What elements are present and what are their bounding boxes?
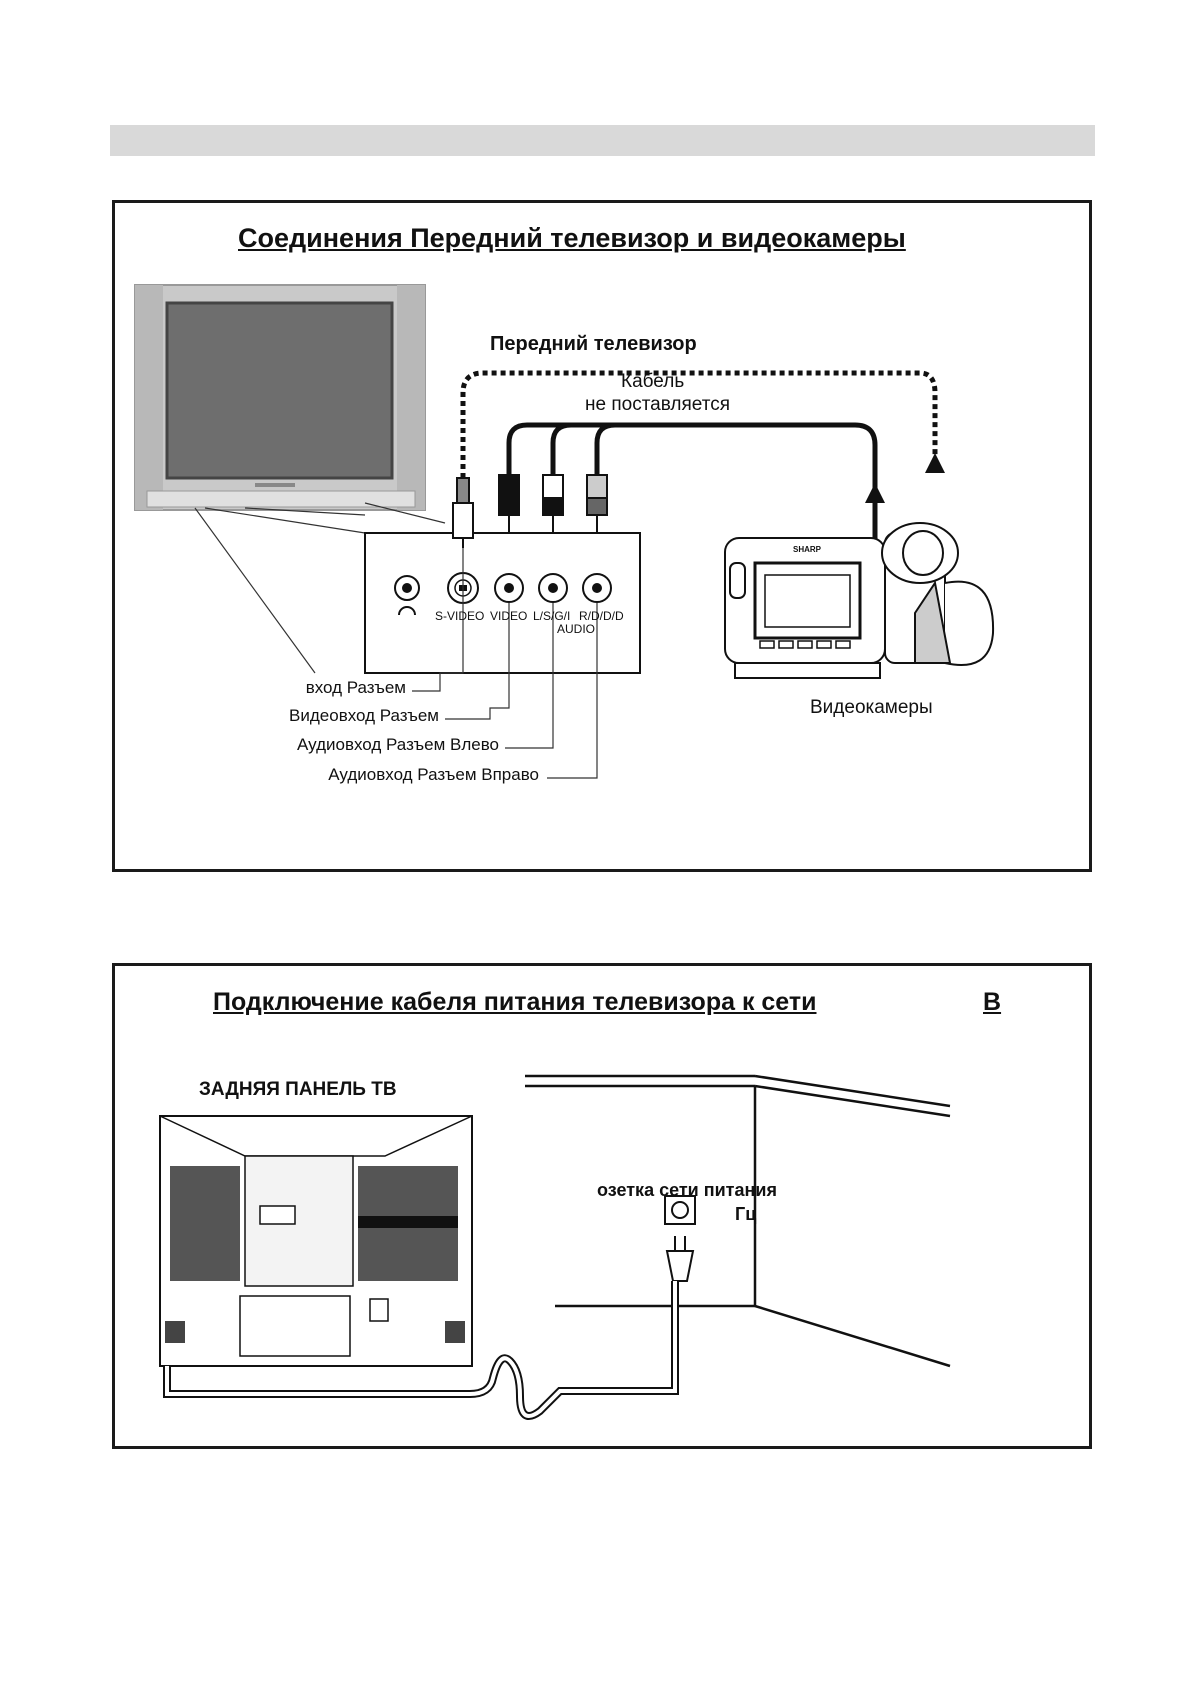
- jack-panel: [364, 532, 641, 674]
- cable-label-line1: Кабель: [621, 371, 685, 392]
- rear-panel-label: ЗАДНЯЯ ПАНЕЛЬ ТВ: [199, 1079, 397, 1100]
- video-jack: [494, 573, 524, 603]
- svideo-plug: [452, 477, 474, 548]
- jack-label-left: L/S/G/I: [533, 609, 571, 623]
- socket-label-line2: Гц: [735, 1204, 757, 1224]
- header-bar: [110, 125, 1095, 156]
- tv-front-icon: [134, 284, 426, 511]
- camcorder-connection-panel: Соединения Передний телевизор и видеокам…: [112, 200, 1092, 872]
- callout-svideo-input: вход Разъем: [305, 678, 406, 697]
- section2-title: Подключение кабеля питания телевизора к …: [213, 988, 817, 1016]
- power-connection-panel: Подключение кабеля питания телевизора к …: [112, 963, 1092, 1449]
- jack-label-audio: AUDIO: [557, 622, 596, 636]
- jack-label-right: R/D/D/D: [579, 609, 624, 623]
- video-plug: [498, 474, 520, 533]
- tv-rear-panel-icon: [159, 1115, 473, 1367]
- section1-title: Соединения Передний телевизор и видеокам…: [238, 223, 906, 253]
- callout-audio-left: Аудиовход Разъем Влево: [297, 735, 499, 754]
- camcorder-label: Видеокамеры: [810, 697, 933, 718]
- camcorder-icon: [724, 522, 995, 679]
- power-diagram: [159, 1074, 951, 1420]
- power-plug-icon: [665, 1236, 695, 1282]
- av-cable: [506, 422, 878, 573]
- callout-audio-right: Аудиовход Разъем Вправо: [328, 765, 539, 784]
- wall-socket-icon: [664, 1195, 696, 1225]
- audio-right-plug: [586, 474, 608, 533]
- svideo-cable: [460, 370, 938, 478]
- audio-right-jack: [582, 573, 612, 603]
- socket-label-line1: озетка сети питания: [597, 1180, 777, 1200]
- audio-left-plug: [542, 474, 564, 533]
- jack-label-video: VIDEO: [490, 609, 528, 623]
- cable-label-line2: не поставляется: [585, 394, 730, 415]
- wall-outline: [525, 1074, 951, 1368]
- headphone-jack: [394, 575, 420, 616]
- jack-label-svideo: S-VIDEO: [435, 609, 485, 623]
- section2-title-suffix: В: [983, 988, 1002, 1016]
- connection-diagram: [134, 284, 995, 779]
- callout-video-input: Видеовход Разъем: [289, 706, 439, 725]
- camcorder-brand: SHARP: [793, 545, 822, 554]
- audio-left-jack: [538, 573, 568, 603]
- front-tv-label: Передний телевизор: [490, 333, 697, 355]
